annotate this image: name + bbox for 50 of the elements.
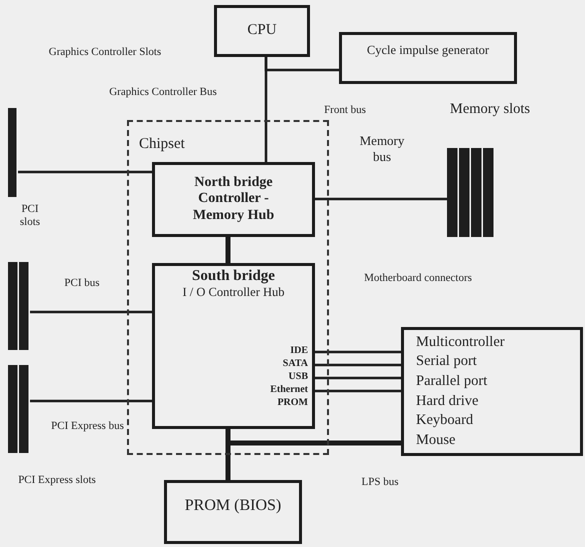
bus-label: Motherboard connectors <box>363 272 473 286</box>
interface-name: Ethernet <box>270 383 308 396</box>
box-label: CPU <box>247 22 277 40</box>
multicontroller-box <box>401 327 583 456</box>
box-label: Cycle impulse generator <box>366 43 490 58</box>
device-item: Parallel port <box>416 372 488 391</box>
device-item: Hard drive <box>416 392 478 410</box>
bus-line <box>315 390 401 392</box>
bus-line <box>30 310 152 314</box>
bus-line <box>264 57 339 72</box>
box-label: PROM (BIOS) <box>184 497 282 516</box>
slot-caption: Memory slots <box>448 101 532 118</box>
bus-label: PCI Express bus <box>50 420 125 434</box>
box-label: North bridge Controller - Memory Hub <box>192 175 276 224</box>
interface-name: SATA <box>282 357 308 370</box>
group-title: Chipset <box>139 136 185 154</box>
interface-name: USB <box>288 370 308 383</box>
bus-label: Front bus <box>323 104 367 118</box>
bus-label: PCI slots <box>18 203 42 230</box>
bus-line <box>315 376 401 380</box>
bus-line <box>30 400 152 402</box>
chip-subtitle: I / O Controller Hub <box>182 285 285 300</box>
south-bridge-box <box>152 263 315 429</box>
interface-name: PROM <box>277 396 308 409</box>
device-item: Mouse <box>416 430 456 450</box>
device-item: Multicontroller <box>416 332 505 352</box>
bus-line <box>226 237 230 263</box>
bus-label: LPS bus <box>360 476 400 490</box>
slot-bars-drawing <box>8 108 18 197</box>
bus-label: Graphics Controller Bus <box>108 86 218 100</box>
slot-bars-drawing <box>8 262 30 350</box>
device-item: Serial port <box>416 352 477 372</box>
chipset-group <box>127 120 329 455</box>
bus-label: Memory bus <box>358 133 406 164</box>
device-item: Keyboard <box>416 411 474 430</box>
cpu-box <box>214 5 310 57</box>
bus-label: PCI Express slots <box>17 474 97 488</box>
slot-bars-drawing <box>8 365 30 453</box>
bus-label: Graphics Controller Slots <box>48 46 162 60</box>
generator-box <box>339 32 517 84</box>
bus-line <box>315 198 447 200</box>
north-bridge-box <box>152 162 315 237</box>
bios-box <box>164 480 302 544</box>
chip-title: South bridge <box>192 268 275 286</box>
bus-line <box>18 170 152 174</box>
bus-line <box>315 364 401 366</box>
bus-label: PCI bus <box>63 277 101 290</box>
slot-bars-drawing <box>447 148 495 237</box>
bus-line <box>315 350 401 354</box>
interface-name: IDE <box>290 344 308 357</box>
